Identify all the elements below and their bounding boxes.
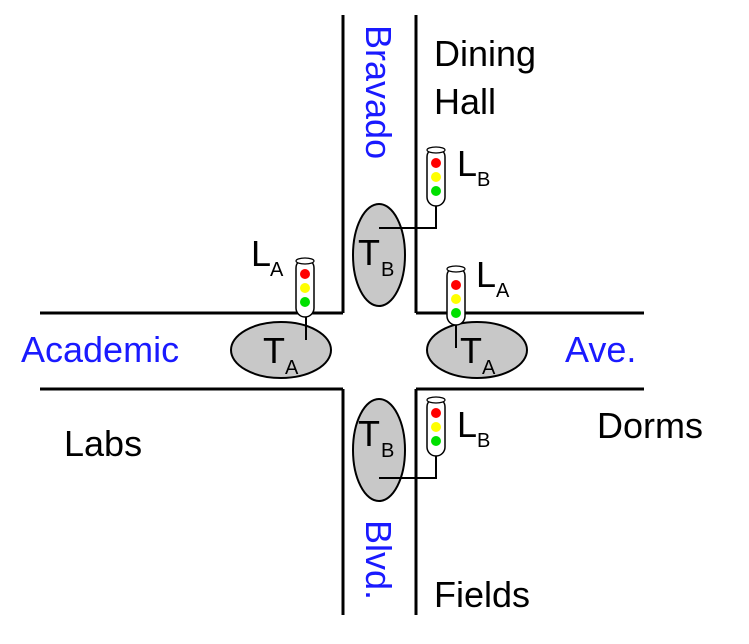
place-fields: Fields	[434, 574, 530, 615]
sensor-label-sub: B	[381, 259, 394, 281]
place-labs: Labs	[64, 423, 142, 464]
road-edges	[40, 15, 644, 615]
sensor-ta-right: T A	[426, 321, 528, 379]
sensor-ellipse	[352, 203, 406, 307]
green-light-icon	[451, 308, 461, 318]
traffic-light-cap	[446, 265, 466, 273]
green-light-icon	[431, 436, 441, 446]
traffic-light-cap	[295, 257, 315, 265]
street-name-blvd: Blvd.	[358, 520, 399, 600]
traffic-light-la-left	[295, 257, 315, 318]
light-label-lb-bottom: L B	[457, 404, 490, 452]
light-label-sub: B	[477, 169, 490, 191]
red-light-icon	[300, 269, 310, 279]
sensor-label-sub: A	[482, 357, 496, 379]
traffic-light-cap	[426, 396, 446, 404]
wire-tb-bottom-to-lb	[379, 455, 437, 479]
sensor-ellipse	[352, 398, 406, 502]
sensor-tb-top: T B	[352, 203, 406, 307]
place-hall: Hall	[434, 81, 496, 122]
sensor-label-main: T	[263, 330, 285, 371]
light-label-lb-top: L B	[457, 143, 490, 191]
light-label-sub: B	[477, 430, 490, 452]
place-dining: Dining	[434, 33, 536, 74]
red-light-icon	[431, 158, 441, 168]
light-label-main: L	[457, 404, 477, 445]
yellow-light-icon	[300, 283, 310, 293]
green-light-icon	[431, 186, 441, 196]
traffic-light-cap	[426, 146, 446, 154]
traffic-light-lb-bottom	[426, 396, 446, 457]
sensor-label-main: T	[358, 232, 380, 273]
red-light-icon	[451, 280, 461, 290]
street-name-bravado: Bravado	[358, 25, 399, 159]
yellow-light-icon	[431, 172, 441, 182]
wire-tb-top-to-lb	[379, 205, 437, 229]
sensor-ta-left: T A	[230, 321, 332, 379]
sensor-ellipse	[426, 321, 528, 379]
sensor-label-main: T	[460, 330, 482, 371]
light-label-la-left: L A	[251, 233, 284, 281]
light-label-sub: A	[270, 259, 284, 281]
light-label-main: L	[457, 143, 477, 184]
sensor-label-sub: A	[285, 357, 299, 379]
light-label-main: L	[251, 233, 271, 274]
light-label-sub: A	[496, 280, 510, 302]
light-label-main: L	[476, 254, 496, 295]
sensor-label-main: T	[358, 413, 380, 454]
yellow-light-icon	[431, 422, 441, 432]
place-dorms: Dorms	[597, 405, 703, 446]
sensor-tb-bottom: T B	[352, 398, 406, 502]
street-name-ave: Ave.	[565, 329, 636, 370]
traffic-light-la-right	[446, 265, 466, 326]
sensor-label-sub: B	[381, 440, 394, 462]
street-name-academic: Academic	[21, 329, 179, 370]
light-label-la-right: L A	[476, 254, 510, 302]
yellow-light-icon	[451, 294, 461, 304]
green-light-icon	[300, 297, 310, 307]
red-light-icon	[431, 408, 441, 418]
traffic-light-lb-top	[426, 146, 446, 207]
